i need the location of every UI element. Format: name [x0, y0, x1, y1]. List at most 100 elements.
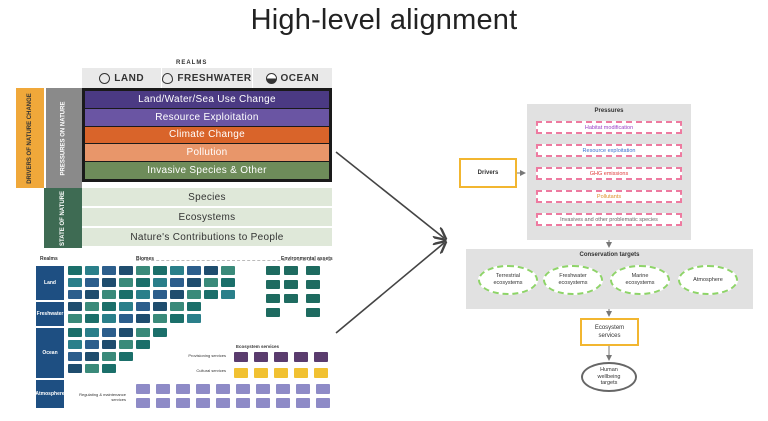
service-cell [316, 384, 330, 394]
biome-cell [119, 314, 133, 323]
service-cell [274, 368, 288, 378]
service-cell [236, 384, 250, 394]
biome-cell [85, 352, 99, 361]
biome-cell [204, 266, 218, 275]
arrow-line [335, 243, 444, 334]
asset-cell [306, 266, 320, 275]
pressure-row: Climate Change [85, 126, 329, 144]
target-line: Atmosphere [693, 276, 723, 283]
biome-cell [119, 302, 133, 311]
biome-cell [170, 314, 184, 323]
biome-cell [119, 266, 133, 275]
state-row: Nature's Contributions to People [82, 228, 332, 246]
biome-cell [153, 328, 167, 337]
realm-label: OCEAN [280, 72, 320, 84]
realm-freshwater: FRESHWATER [162, 68, 253, 88]
biome-cell [68, 328, 82, 337]
service-cell [254, 368, 268, 378]
service-cell [296, 384, 310, 394]
biome-cell [119, 290, 133, 299]
realm-ocean: OCEAN [253, 68, 332, 88]
biome-cell [102, 290, 116, 299]
asset-cell [284, 280, 298, 289]
asset-cell [266, 294, 280, 303]
biome-cell [68, 302, 82, 311]
state-row: Ecosystems [82, 208, 332, 226]
biome-cell [85, 314, 99, 323]
page-title: High-level alignment [250, 4, 518, 36]
regulating-label: Regulating & maintenance services [79, 392, 126, 402]
realm-cell-freshwater: Freshwater [36, 302, 64, 326]
biome-cell [221, 290, 235, 299]
target-atmosphere: Atmosphere [678, 265, 738, 295]
pressures-title: Pressures [594, 108, 624, 114]
biome-cell [170, 266, 184, 275]
service-cell [216, 398, 230, 408]
biome-cell [119, 340, 133, 349]
realm-cell-atmosphere: Atmosphere [35, 380, 65, 408]
pressures-panel: Pressures Habitat modification Resource … [527, 104, 691, 240]
biome-cell [85, 290, 99, 299]
target-line: ecosystems [625, 280, 655, 286]
realms-column-head: Realms [40, 256, 58, 262]
biomes-column-head: Biomes [136, 256, 155, 262]
service-cell [136, 398, 150, 408]
target-line: Freshwater [559, 273, 587, 279]
service-cell [274, 352, 288, 362]
service-cell [156, 384, 170, 394]
biome-cell [102, 340, 116, 349]
service-cell [234, 352, 248, 362]
biome-cell [119, 328, 133, 337]
nature-change-framework: REALMS LAND FRESHWATER OCEAN DRIVERS OF … [16, 60, 332, 250]
biome-cell [119, 278, 133, 287]
biome-cell [170, 302, 184, 311]
target-line: Marine [631, 273, 649, 279]
service-cell [296, 398, 310, 408]
asset-cell [306, 280, 320, 289]
biome-cell [221, 266, 235, 275]
service-cell [256, 384, 270, 394]
assets-column-head: Environmental assets [281, 256, 333, 262]
asset-cell [284, 294, 298, 303]
eco-line: services [598, 333, 621, 339]
biome-cell [68, 314, 82, 323]
realm-label: LAND [114, 72, 145, 84]
biome-cell [153, 290, 167, 299]
biome-cell [68, 278, 82, 287]
asset-cell [266, 308, 280, 317]
pressures-on-nature-tab: PRESSURES ON NATURE [46, 88, 82, 188]
biome-cell [170, 278, 184, 287]
pressure-box: Habitat modification [536, 121, 682, 134]
state-of-nature-tab: STATE OF NATURE [44, 188, 82, 248]
biome-cell [102, 278, 116, 287]
service-cell [196, 384, 210, 394]
target-line: ecosystems [493, 280, 523, 286]
wellbeing-line: targets [600, 380, 618, 387]
asset-cell [284, 266, 298, 275]
service-cell [256, 398, 270, 408]
freshwater-icon [162, 72, 174, 84]
biome-cell [102, 364, 116, 373]
biome-cell [68, 290, 82, 299]
provisioning-label: Provisioning services [188, 353, 226, 358]
biome-cell [68, 352, 82, 361]
conservation-title: Conservation targets [579, 252, 640, 258]
realm-label: FRESHWATER [177, 72, 252, 84]
state-label: STATE OF NATURE [59, 190, 66, 246]
biome-cell [204, 278, 218, 287]
biome-cell [187, 290, 201, 299]
cultural-label: Cultural services [196, 368, 226, 373]
biome-cell [153, 314, 167, 323]
service-cell [276, 398, 290, 408]
ecosystem-services-head: Ecosystem services [236, 344, 280, 349]
service-cell [156, 398, 170, 408]
service-cell [294, 352, 308, 362]
biome-cell [153, 278, 167, 287]
biome-cell [187, 302, 201, 311]
biome-cell [136, 278, 150, 287]
biome-cell [68, 266, 82, 275]
